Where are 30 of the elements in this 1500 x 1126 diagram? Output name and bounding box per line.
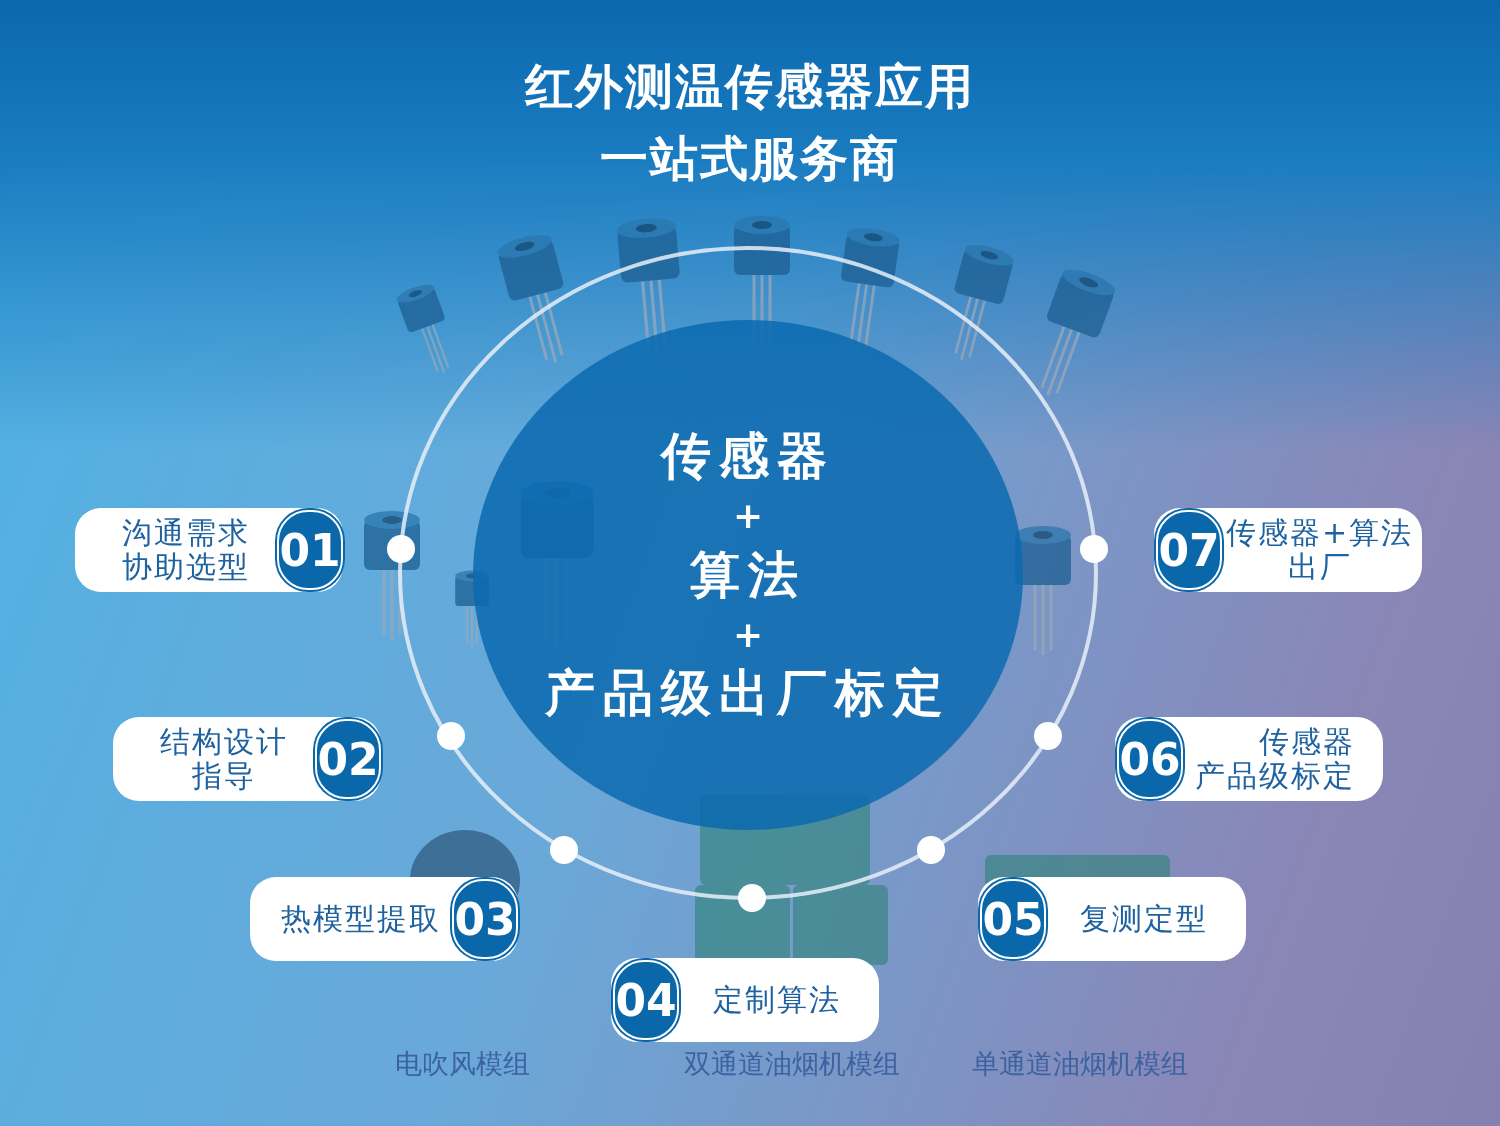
step-number: 05 [980, 879, 1046, 959]
plus-sign: + [732, 495, 764, 536]
title: 红外测温传感器应用一站式服务商 [523, 57, 976, 188]
product-caption: 电吹风模组 [393, 1047, 531, 1081]
step-number: 01 [277, 510, 343, 590]
step-number: 04 [613, 960, 679, 1040]
step-pill [978, 877, 1246, 961]
plus-sign: + [732, 614, 764, 655]
step-pill [250, 877, 518, 961]
step-label: 结构设计指导 [158, 725, 289, 793]
step-number: 06 [1117, 719, 1183, 799]
center-text: 传感器 [661, 428, 835, 484]
step-number: 02 [315, 719, 381, 799]
center-text: 算法 [690, 547, 806, 603]
step-pill [113, 717, 381, 801]
step-label: 传感器产品级标定 [1194, 725, 1356, 793]
step-number: 07 [1156, 510, 1222, 590]
product-caption: 单通道油烟机模组 [971, 1047, 1189, 1081]
step-label: 定制算法 [711, 983, 842, 1017]
step-label: 复测定型 [1078, 902, 1209, 936]
step-pill [1115, 717, 1383, 801]
center-text: 产品级出厂标定 [545, 666, 951, 722]
step-pill [1154, 508, 1422, 592]
step-pill [75, 508, 343, 592]
step-label: 热模型提取 [279, 902, 442, 936]
step-label: 传感器+算法出厂 [1224, 516, 1415, 584]
step-pill [611, 958, 879, 1042]
product-caption: 双通道油烟机模组 [683, 1047, 901, 1081]
step-number: 03 [452, 879, 518, 959]
step-label: 沟通需求协助选型 [120, 516, 251, 584]
